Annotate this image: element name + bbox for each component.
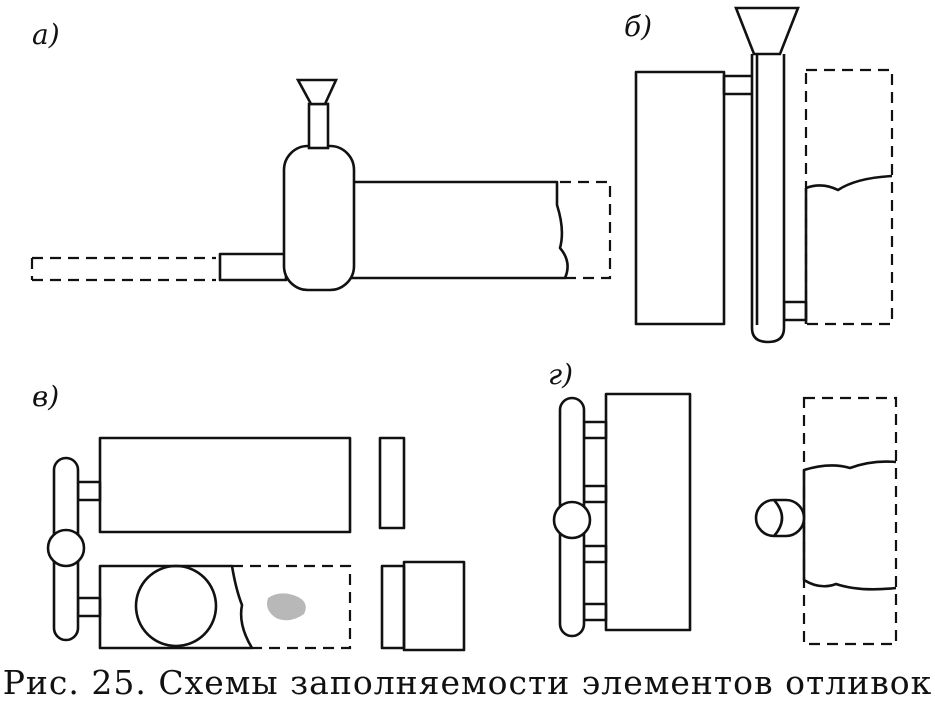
panel-a-diagram	[30, 78, 612, 292]
runner-ball	[552, 500, 592, 540]
upper-hatched-bar	[378, 436, 406, 530]
figure-caption: Рис. 25. Схемы заполняемости элементов о…	[2, 663, 933, 702]
funnel	[734, 6, 800, 56]
runner-ball	[46, 528, 86, 568]
sprue-neck	[307, 102, 330, 150]
riser-ball-inside	[134, 564, 218, 648]
casting-dashed	[560, 180, 612, 280]
runner-solid	[218, 252, 288, 282]
side-gate	[754, 498, 806, 538]
panel-g-label: г)	[548, 358, 574, 391]
left-casting	[604, 392, 692, 632]
side-gate-end	[773, 499, 784, 537]
figure-diagram	[30, 6, 898, 652]
right-block-dashed	[804, 68, 894, 326]
lower-gate	[76, 596, 102, 618]
fill-level-solid	[804, 174, 893, 324]
bottom-gate	[782, 300, 808, 322]
vertical-sprue	[750, 54, 786, 344]
upper-gate	[76, 480, 102, 502]
gate-3	[582, 544, 608, 564]
lower-casting-dashed	[232, 564, 352, 650]
runner-dashed	[30, 256, 216, 282]
gate-4	[582, 602, 608, 622]
pouring-cup	[295, 78, 339, 106]
panel-g-diagram	[552, 392, 898, 646]
casting-solid	[348, 180, 569, 280]
panel-b-diagram	[634, 6, 894, 344]
panel-v-diagram	[46, 436, 466, 652]
defect-speckle	[267, 593, 306, 621]
riser-body	[282, 144, 356, 292]
lower-hatched-bar	[380, 564, 406, 650]
lower-casting-solid	[98, 564, 254, 650]
left-block	[634, 70, 726, 326]
panel-a-label: а)	[32, 18, 60, 51]
lower-right-block	[402, 560, 466, 652]
gate-1	[582, 420, 608, 440]
panel-v-label: в)	[32, 380, 60, 413]
panel-b-label: б)	[624, 10, 653, 43]
gate-2	[582, 484, 608, 504]
upper-casting	[98, 436, 352, 534]
right-block-dashed	[802, 396, 898, 646]
fill-region-solid	[802, 460, 897, 591]
